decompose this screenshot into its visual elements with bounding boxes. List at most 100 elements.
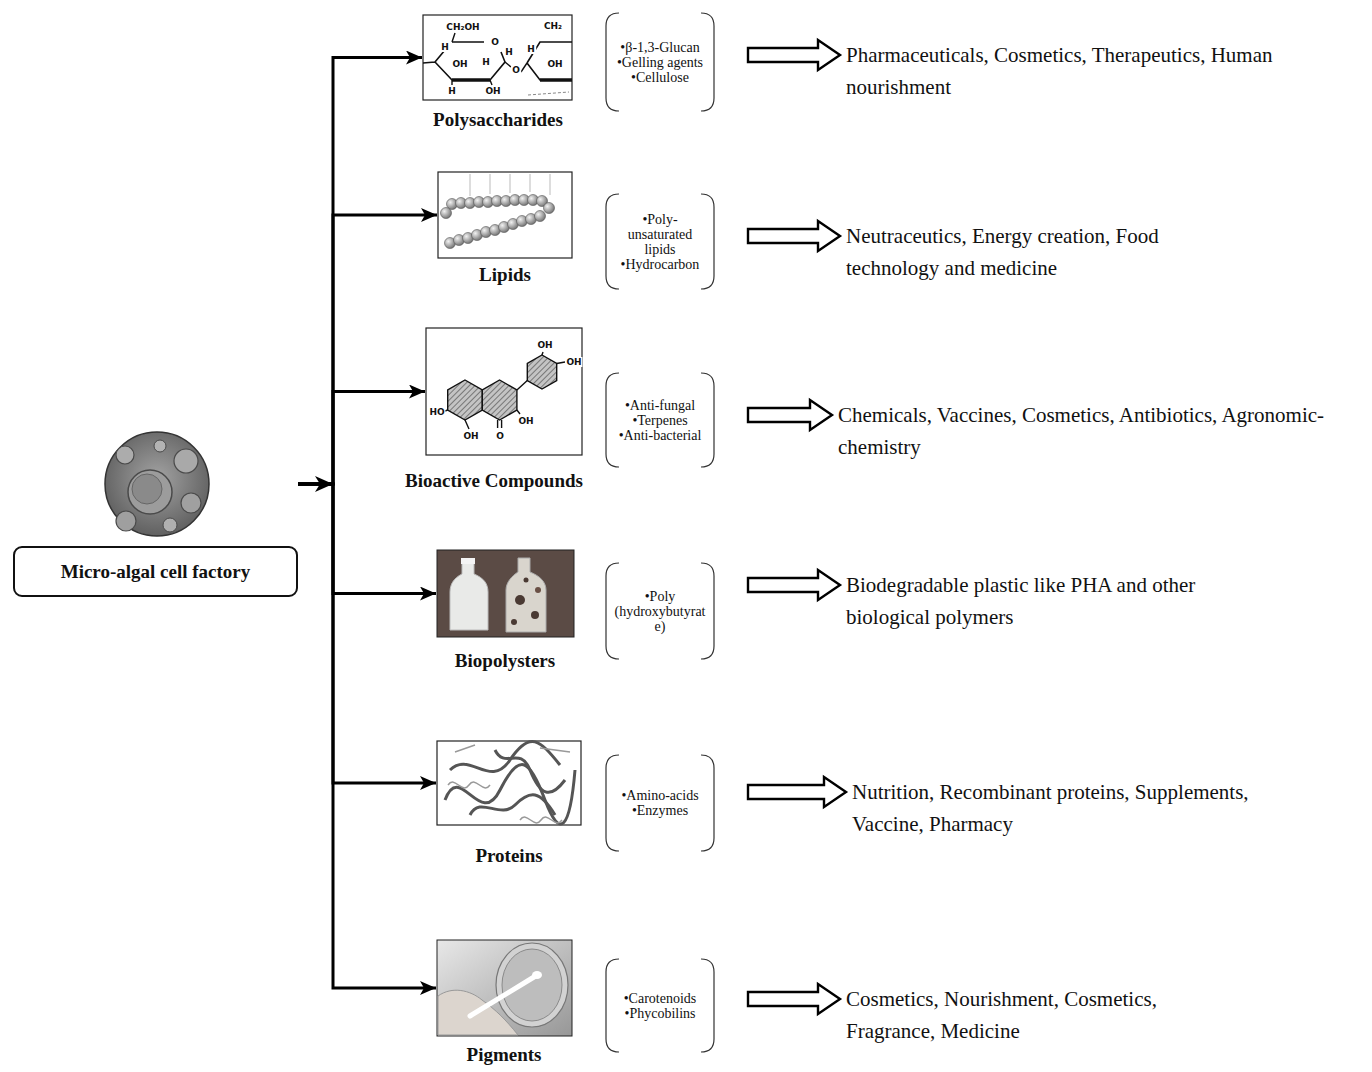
application-label: Nutrition, Recombinant proteins, Supplem… <box>852 776 1307 840</box>
bracket-stroke <box>606 194 714 289</box>
application-text: Cosmetics, Nourishment, Cosmetics, Fragr… <box>846 983 1211 1047</box>
bracket-stroke <box>606 13 714 111</box>
bracket-list: •Poly-unsaturated lipids•Hydrocarbon <box>605 193 715 290</box>
bullet-item: •Hydrocarbon <box>621 257 700 272</box>
application-label: Biodegradable plastic like PHA and other… <box>846 569 1251 633</box>
illustration-part <box>532 971 542 979</box>
illustration-part <box>437 550 574 637</box>
illustration-part <box>495 750 565 792</box>
illustration-part <box>437 940 572 1036</box>
bracket-stroke <box>606 755 714 851</box>
protein-ribbon <box>437 741 581 825</box>
atom-label: HO <box>428 407 445 417</box>
atom-label: OH <box>462 431 479 441</box>
illustration-part <box>181 493 201 513</box>
illustration-part <box>544 203 555 214</box>
illustration-part <box>423 42 505 80</box>
heading-holder: Bioactive Compounds <box>405 470 583 492</box>
illustration-part <box>163 518 177 532</box>
atom-label: H <box>440 42 450 52</box>
heading-holder: Proteins <box>475 845 542 867</box>
illustration-part <box>448 782 490 788</box>
lipid-chain <box>438 172 572 258</box>
branch-arrow <box>298 484 436 783</box>
bullet-item: •Terpenes <box>632 413 687 428</box>
illustration-part <box>452 33 527 85</box>
illustration-part <box>470 795 555 815</box>
illustration-part <box>515 595 525 605</box>
branch-arrow <box>298 484 436 988</box>
category-heading: Biopolysters <box>455 650 555 672</box>
bracket-list: •Carotenoids•Phycobilins <box>605 958 715 1053</box>
category-heading: Bioactive Compounds <box>405 470 583 492</box>
bracket-list: •Amino-acids•Enzymes <box>605 754 715 852</box>
atom-label: OH <box>484 86 501 96</box>
illustration-part <box>452 78 490 82</box>
illustration-part <box>450 741 560 771</box>
illustration-part <box>470 174 550 196</box>
illustration-part <box>540 78 572 82</box>
flavonoid-structure <box>426 328 582 455</box>
block-arrow <box>748 400 832 430</box>
block-arrow <box>748 221 840 251</box>
illustration-part <box>105 432 209 536</box>
illustration-part <box>511 619 517 625</box>
category-picture: Proteins <box>437 741 581 825</box>
bracket-stroke <box>606 563 714 659</box>
application-text: Pharmaceuticals, Cosmetics, Therapeutics… <box>846 39 1351 103</box>
illustration-part <box>448 745 570 823</box>
heading-holder: Biopolysters <box>455 650 555 672</box>
block-arrow <box>748 777 846 807</box>
illustration-part <box>448 380 483 420</box>
illustration-part <box>527 355 556 389</box>
block-arrow <box>748 984 840 1014</box>
illustration-part <box>528 92 569 95</box>
category-picture: Pigments <box>437 940 572 1036</box>
atom-label: OH <box>546 59 563 69</box>
atom-label: H <box>504 47 514 57</box>
bullet-item: •Carotenoids <box>624 991 697 1006</box>
atom-label: O <box>495 431 505 441</box>
application-text: Neutraceutics, Energy creation, Food tec… <box>846 220 1221 284</box>
application-label: Chemicals, Vaccines, Cosmetics, Antibiot… <box>838 399 1343 463</box>
application-text: Biodegradable plastic like PHA and other… <box>846 569 1251 633</box>
illustration-part <box>132 474 162 504</box>
atom-label: H <box>481 57 491 67</box>
polysaccharide-structure <box>423 15 572 100</box>
atom-label: H <box>526 44 536 54</box>
illustration-part <box>535 587 541 593</box>
illustration-part <box>128 470 172 514</box>
branch-arrow <box>298 215 437 484</box>
category-heading: Polysaccharides <box>433 109 563 131</box>
illustration-part <box>445 765 575 824</box>
bullet-item: •Anti-bacterial <box>619 428 702 443</box>
application-label: Pharmaceuticals, Cosmetics, Therapeutics… <box>846 39 1351 103</box>
source-outline: Micro-algal cell factory <box>13 546 298 597</box>
category-heading: Proteins <box>475 845 542 867</box>
atom-label: CH₂OH <box>445 22 480 32</box>
illustration-part <box>437 741 581 825</box>
branch-arrow <box>298 484 436 594</box>
application-text: Chemicals, Vaccines, Cosmetics, Antibiot… <box>838 399 1343 463</box>
illustration-part <box>527 42 572 80</box>
heading-holder: Pigments <box>467 1044 542 1066</box>
illustration-part <box>445 352 565 429</box>
atom-label: OH <box>536 340 553 350</box>
category-picture: Biopolysters <box>437 550 574 637</box>
atom-label: CH₂ <box>543 21 563 31</box>
bracket-list: •Poly (hydroxybutyrate) <box>605 562 715 660</box>
illustration-part <box>441 208 452 219</box>
category-heading: Pigments <box>467 1044 542 1066</box>
application-label: Neutraceutics, Energy creation, Food tec… <box>846 220 1221 284</box>
illustration-part <box>174 449 198 473</box>
illustration-part <box>506 558 546 632</box>
illustration-part <box>455 745 570 752</box>
illustration-part <box>535 211 546 222</box>
illustration-part <box>423 15 572 100</box>
bullet-item: •Poly (hydroxybutyrate) <box>614 589 706 634</box>
bottles-photo <box>437 550 574 637</box>
bullet-item: •Poly-unsaturated lipids <box>614 212 706 257</box>
heading-holder: Lipids <box>479 264 531 286</box>
bracket-list: •β-1,3-Glucan•Gelling agents•Cellulose <box>605 12 715 112</box>
